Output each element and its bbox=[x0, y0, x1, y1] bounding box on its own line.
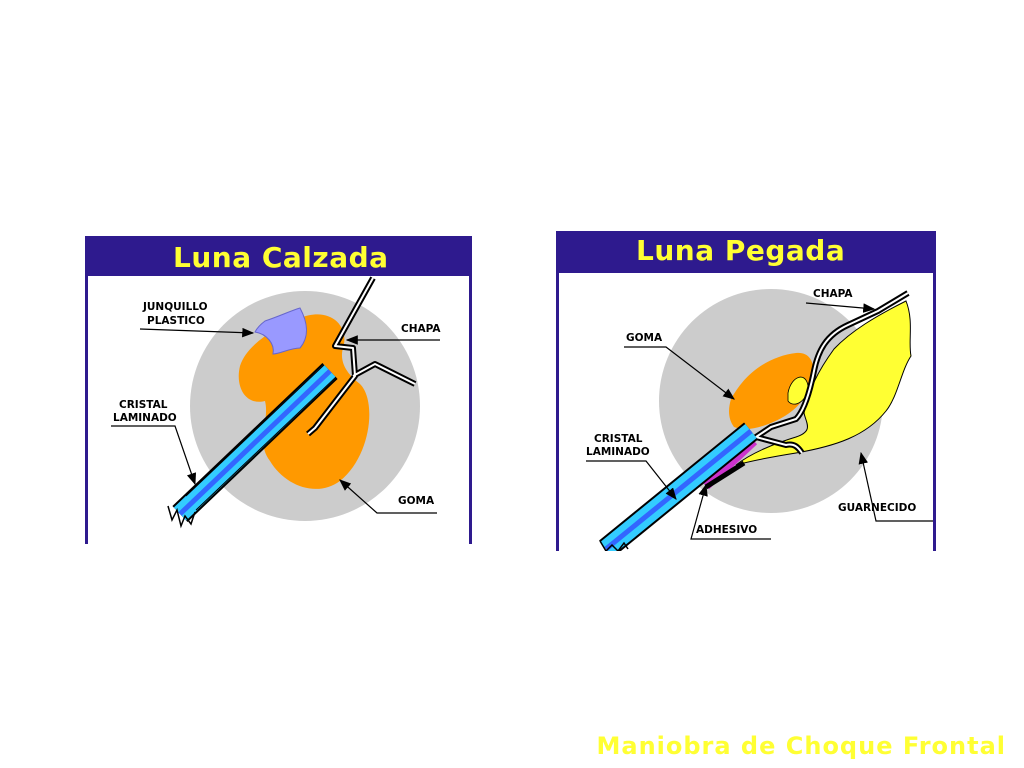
luna-calzada-panel: JUNQUILLO PLASTICO CHAPA CRISTAL LAMINAD… bbox=[85, 236, 472, 544]
panel-border-right bbox=[469, 236, 472, 544]
guarnecido-arrow bbox=[858, 451, 934, 522]
plastic-strip bbox=[254, 307, 307, 355]
label-guarnecido: GUARNECIDO bbox=[838, 502, 916, 514]
label-cristal-1: CRISTAL bbox=[119, 399, 168, 411]
cristal-arrow bbox=[586, 460, 677, 500]
label-cristal-1: CRISTAL bbox=[594, 433, 643, 445]
footer-title: Maniobra de Choque Frontal bbox=[596, 732, 1006, 760]
label-junquillo-1: JUNQUILLO bbox=[142, 301, 208, 313]
label-chapa: CHAPA bbox=[813, 288, 853, 300]
junquillo-arrow bbox=[139, 327, 255, 338]
goma-arrow bbox=[339, 479, 437, 514]
rubber-gasket bbox=[729, 352, 814, 430]
panel-border-left bbox=[85, 236, 88, 544]
adhesivo-arrow bbox=[690, 483, 771, 540]
label-goma: GOMA bbox=[626, 332, 663, 344]
laminated-glass bbox=[599, 422, 758, 551]
laminated-glass bbox=[167, 363, 338, 529]
panel-header: Luna Pegada bbox=[556, 231, 936, 273]
label-cristal-2: LAMINADO bbox=[586, 446, 650, 458]
interior-trim bbox=[735, 300, 912, 466]
luna-pegada-panel: CHAPA GOMA CRISTAL LAMINADO ADHESIVO GUA… bbox=[556, 231, 936, 551]
chapa-arrow bbox=[805, 302, 876, 313]
panel-header: Luna Calzada bbox=[85, 236, 472, 276]
luna-pegada-diagram: CHAPA GOMA CRISTAL LAMINADO ADHESIVO GUA… bbox=[586, 288, 934, 551]
label-chapa: CHAPA bbox=[401, 323, 441, 335]
label-cristal-2: LAMINADO bbox=[113, 412, 177, 424]
label-junquillo-2: PLASTICO bbox=[147, 315, 205, 327]
panel-title: Luna Calzada bbox=[173, 241, 389, 274]
cristal-arrow bbox=[111, 425, 197, 486]
panel-border-right bbox=[933, 231, 936, 551]
label-goma: GOMA bbox=[398, 495, 435, 507]
luna-calzada-diagram: JUNQUILLO PLASTICO CHAPA CRISTAL LAMINAD… bbox=[111, 276, 441, 529]
goma-arrow bbox=[624, 346, 735, 400]
panel-title: Luna Pegada bbox=[636, 234, 846, 267]
label-adhesivo: ADHESIVO bbox=[696, 524, 757, 536]
panel-border-left bbox=[556, 231, 559, 551]
